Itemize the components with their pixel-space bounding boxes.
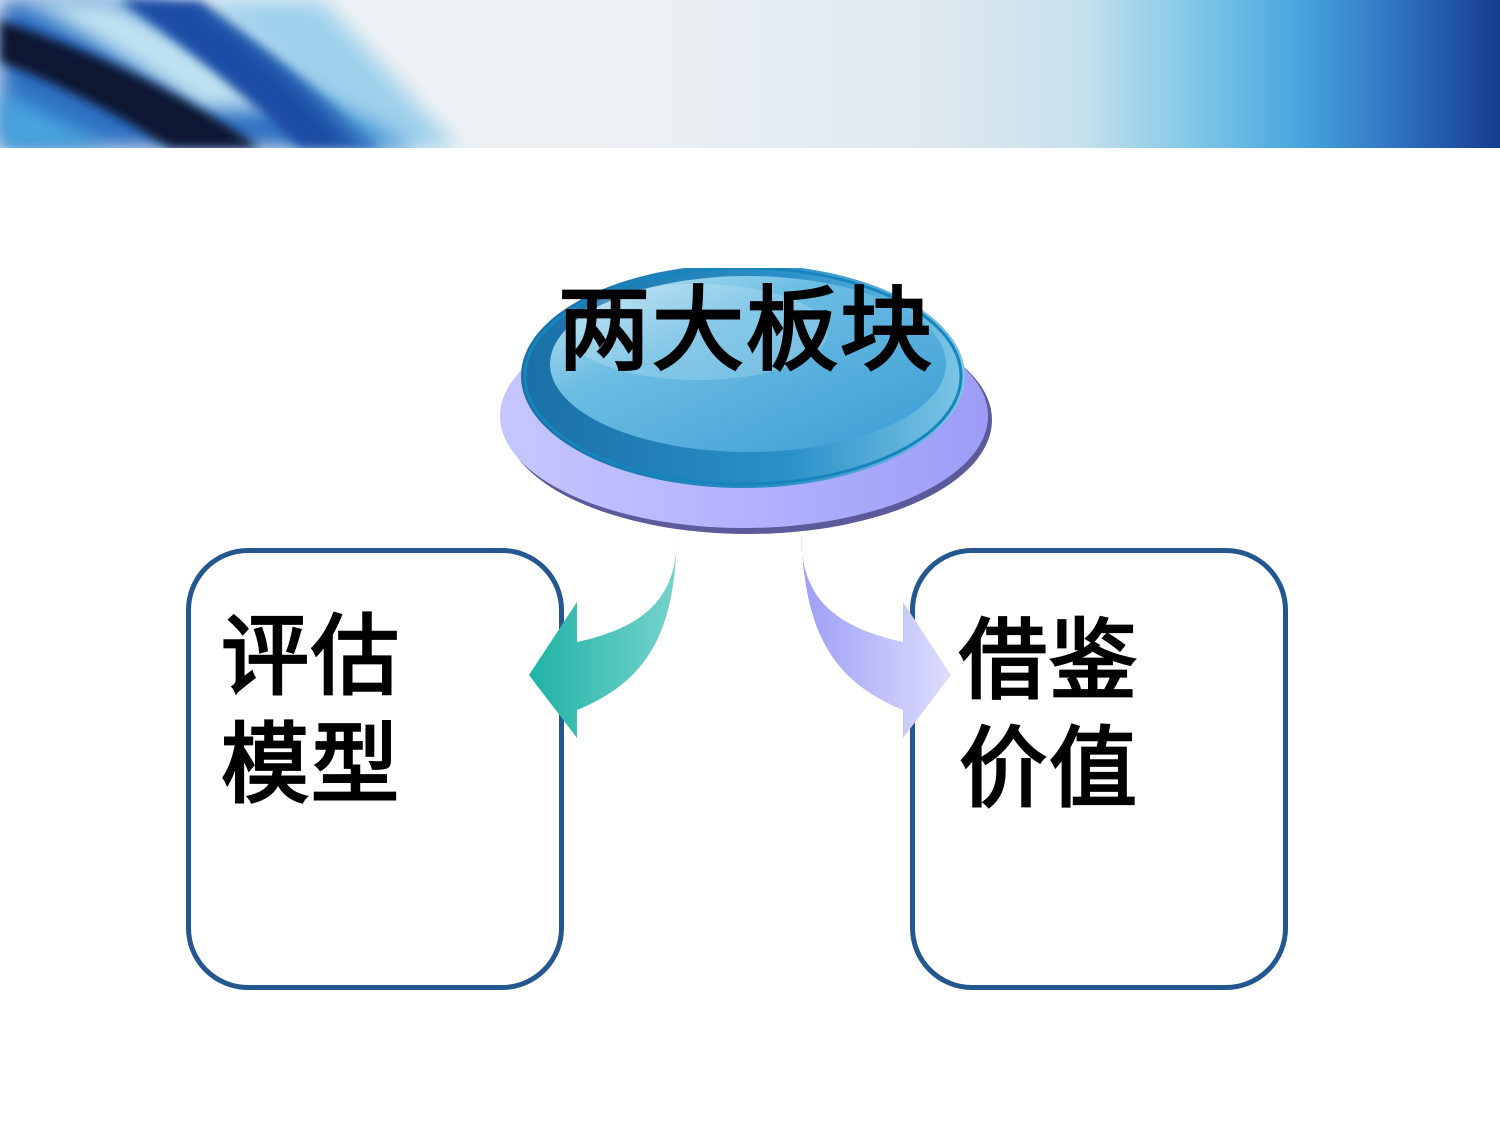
left-box: 评估 模型	[186, 548, 564, 990]
center-node: 两大板块	[498, 268, 994, 538]
light-streak-graphic	[0, 0, 460, 148]
right-box-line-1: 借鉴	[959, 609, 1140, 712]
ellipse-button-graphic	[500, 268, 992, 534]
right-box-label: 借鉴 价值	[959, 607, 1139, 823]
left-box-line-2: 模型	[221, 713, 402, 816]
right-box-line-2: 价值	[959, 717, 1140, 820]
curved-arrow-left-icon	[529, 534, 677, 738]
center-node-title: 两大板块	[557, 277, 934, 384]
header-banner	[0, 0, 1500, 148]
right-box: 借鉴 价值	[910, 548, 1288, 990]
left-box-label: 评估 模型	[221, 603, 401, 819]
curved-arrow-right-icon	[801, 534, 951, 738]
left-box-line-1: 评估	[221, 605, 402, 708]
